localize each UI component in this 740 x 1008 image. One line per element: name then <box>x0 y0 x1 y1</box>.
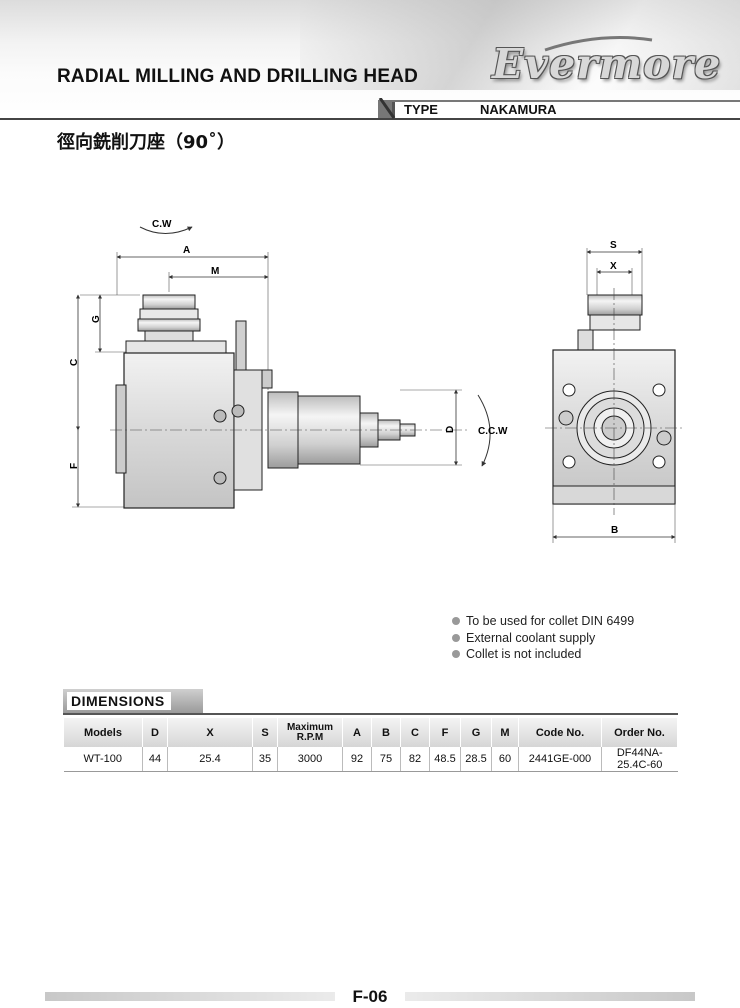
col-code: Code No. <box>518 718 602 747</box>
label-a: A <box>183 245 190 256</box>
cell-b: 75 <box>371 747 401 772</box>
label-f: F <box>69 463 80 469</box>
note-item: Collet is not included <box>452 646 634 663</box>
col-x: X <box>167 718 253 747</box>
bullet-icon <box>452 650 460 659</box>
note-item: External coolant supply <box>452 630 634 647</box>
page-subtitle: 徑向銑削刀座（90˚） <box>57 132 236 153</box>
bullet-icon <box>452 617 460 626</box>
note-item: To be used for collet DIN 6499 <box>452 613 634 630</box>
type-value: NAKAMURA <box>480 102 557 117</box>
col-g: G <box>460 718 492 747</box>
cell-order: DF44NA-25.4C-60 <box>601 747 678 772</box>
cw-rotation-arrow: C.W <box>139 219 193 234</box>
dimensions-heading: DIMENSIONS <box>67 692 171 710</box>
col-m: M <box>491 718 519 747</box>
cell-m: 60 <box>491 747 519 772</box>
cell-g: 28.5 <box>460 747 492 772</box>
logo-swoosh-icon <box>544 36 653 52</box>
type-label: TYPE <box>404 102 438 117</box>
col-b: B <box>371 718 401 747</box>
dimensions-rule <box>63 713 678 715</box>
table-row: WT-100 44 25.4 35 3000 92 75 82 48.5 28.… <box>63 747 678 772</box>
label-ccw: C.C.W <box>478 426 508 437</box>
col-f: F <box>429 718 461 747</box>
cell-s: 35 <box>252 747 278 772</box>
col-s: S <box>252 718 278 747</box>
col-order: Order No. <box>601 718 678 747</box>
brand-logo: Evermore <box>492 40 722 88</box>
label-s: S <box>610 240 617 251</box>
dimensions-tab: DIMENSIONS <box>63 689 203 713</box>
page-number: F-06 <box>335 986 405 1008</box>
col-d: D <box>142 718 168 747</box>
type-bar <box>0 98 740 120</box>
side-view <box>110 294 470 509</box>
ccw-rotation-arrow: C.C.W <box>477 394 508 467</box>
page-title: RADIAL MILLING AND DRILLING HEAD <box>57 66 419 87</box>
cell-d: 44 <box>142 747 168 772</box>
cell-f: 48.5 <box>429 747 461 772</box>
label-m: M <box>211 266 219 277</box>
col-a: A <box>342 718 372 747</box>
header-band <box>0 0 740 122</box>
bullet-icon <box>452 633 460 642</box>
front-view <box>545 288 685 515</box>
cell-a: 92 <box>342 747 372 772</box>
cell-x: 25.4 <box>167 747 253 772</box>
cell-model: WT-100 <box>63 747 143 772</box>
col-c: C <box>400 718 430 747</box>
cell-rpm: 3000 <box>277 747 343 772</box>
technical-drawing: C.W A M C G F D <box>69 219 685 543</box>
cell-c: 82 <box>400 747 430 772</box>
label-cw: C.W <box>152 219 172 230</box>
feature-notes: To be used for collet DIN 6499 External … <box>452 613 634 663</box>
label-c: C <box>69 359 80 366</box>
col-models: Models <box>63 718 143 747</box>
label-b: B <box>611 525 618 536</box>
label-d: D <box>445 426 456 433</box>
label-x: X <box>610 261 617 272</box>
label-g: G <box>91 315 102 323</box>
cell-code: 2441GE-000 <box>518 747 602 772</box>
